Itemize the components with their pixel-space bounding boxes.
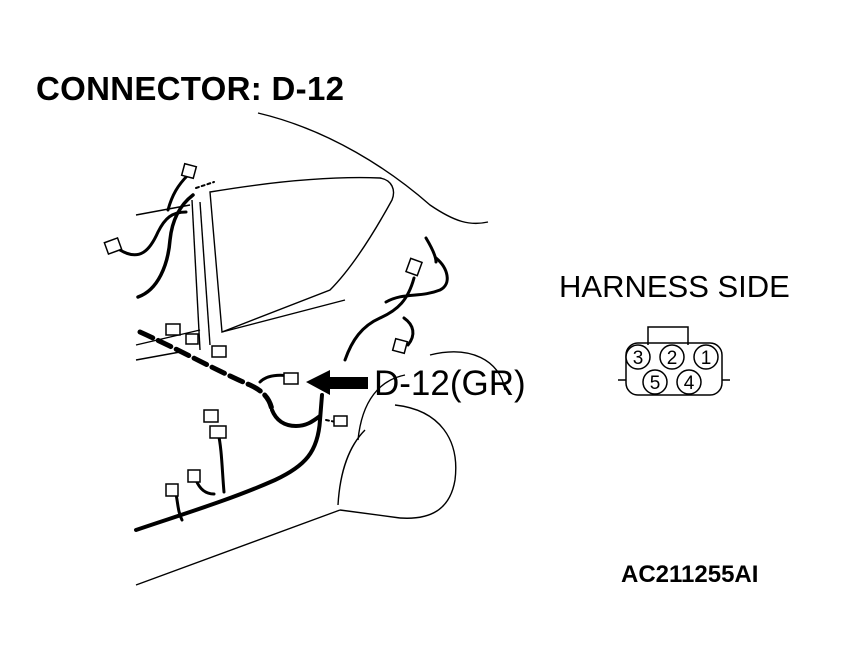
connector-block <box>391 337 409 355</box>
connector-block <box>405 257 423 277</box>
connector-block <box>283 372 299 385</box>
connector-block <box>103 237 123 255</box>
pin-1 <box>693 344 719 370</box>
harness-lower <box>134 393 324 532</box>
connector-title: CONNECTOR: D-12 <box>36 70 345 107</box>
connector-block <box>180 162 198 180</box>
harness-top-lead <box>166 173 190 212</box>
harness-connectors <box>103 162 423 497</box>
pin-number: 2 <box>667 348 678 369</box>
figure-id: AC211255AI <box>621 561 759 588</box>
connector-block <box>165 483 179 497</box>
pin-number: 4 <box>684 373 695 394</box>
pin-number: 3 <box>633 348 644 369</box>
pin-4 <box>676 369 702 395</box>
connector-block <box>185 333 199 345</box>
pin-2 <box>659 344 685 370</box>
connector-callout-label: D-12(GR) <box>374 364 526 403</box>
pin-number: 1 <box>701 348 712 369</box>
harness-upper-left <box>136 193 195 299</box>
connector-block <box>211 345 227 358</box>
callout-arrow <box>306 370 368 395</box>
connector-block <box>333 415 348 427</box>
pin-5 <box>642 369 668 395</box>
harness-rear-branch <box>384 256 449 304</box>
wiring-harness <box>118 173 449 532</box>
car-body-outline <box>135 112 506 586</box>
connector-block <box>187 469 201 483</box>
connector-block <box>209 425 227 439</box>
pin-3 <box>625 344 651 370</box>
harness-upper-branch <box>118 210 188 257</box>
harness-side-label: HARNESS SIDE <box>559 269 790 304</box>
pin-number: 5 <box>650 373 661 394</box>
harness-side-connector-face: 3 2 1 5 4 <box>618 326 730 396</box>
connector-block <box>203 409 219 423</box>
harness-main-segmented <box>137 329 275 413</box>
connector-block <box>165 323 181 336</box>
